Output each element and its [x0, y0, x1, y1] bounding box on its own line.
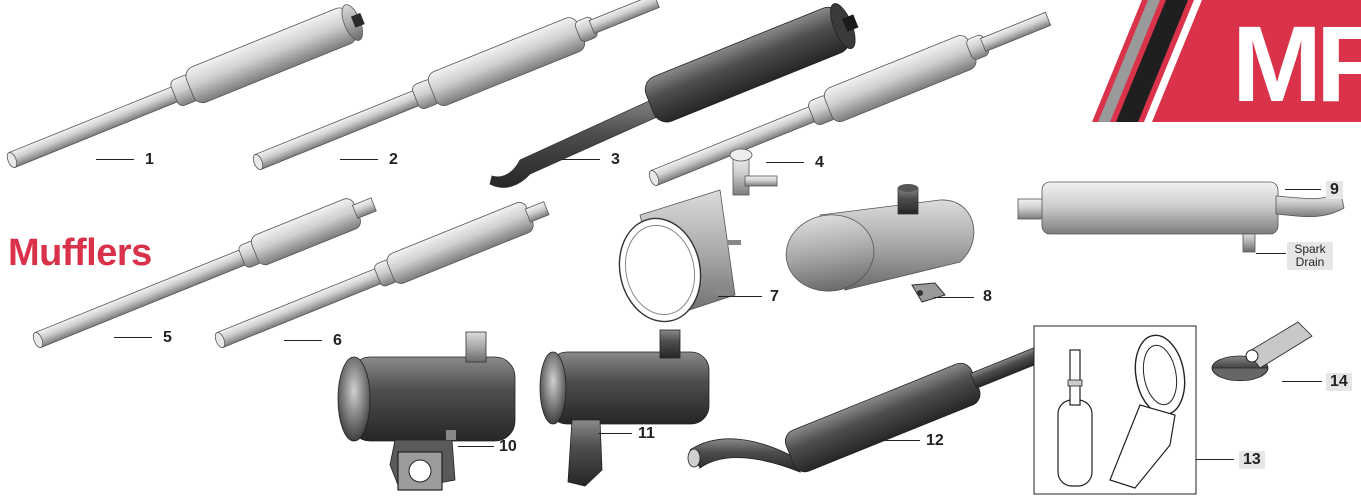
- exhaust-cap-illustration: [1211, 321, 1313, 382]
- part-label-9: 9: [1326, 181, 1343, 199]
- muffler-illustration: [1017, 181, 1345, 253]
- part-label-14: 14: [1326, 373, 1352, 391]
- tail-pipe-illustration: [1033, 325, 1197, 495]
- leader-line: [934, 297, 974, 298]
- muffler-illustration: [489, 3, 859, 188]
- leader-line: [1256, 253, 1286, 254]
- part-label-12: 12: [926, 432, 944, 449]
- part-label-5: 5: [163, 329, 172, 346]
- leader-line: [1196, 459, 1234, 460]
- leader-line: [458, 446, 494, 447]
- leader-line: [598, 433, 632, 434]
- muffler-illustration: [648, 11, 1052, 186]
- leader-line: [284, 340, 322, 341]
- leader-line: [96, 159, 134, 160]
- muffler-illustration: [337, 331, 516, 491]
- leader-line: [562, 159, 600, 160]
- muffler-illustration: [618, 148, 778, 323]
- muffler-illustration: [785, 184, 975, 303]
- leader-line: [340, 159, 378, 160]
- part-label-13: 13: [1239, 451, 1265, 469]
- part-label-8: 8: [983, 288, 992, 305]
- leader-line: [114, 337, 152, 338]
- leader-line: [1282, 381, 1322, 382]
- part-label-1: 1: [145, 151, 154, 168]
- muffler-illustration: [6, 4, 365, 168]
- page-title: Mufflers: [8, 232, 152, 274]
- muffler-illustration: [687, 339, 1061, 473]
- brand-logo-text: MF: [1232, 3, 1361, 124]
- brand-logo: [1068, 0, 1361, 122]
- part-label-2: 2: [389, 151, 398, 168]
- part-label-10: 10: [499, 438, 517, 455]
- leader-line: [766, 162, 804, 163]
- muffler-illustration: [252, 0, 660, 170]
- muffler-illustration: [539, 329, 710, 487]
- muffler-illustration: [32, 197, 377, 348]
- part-label-11: 11: [638, 425, 655, 442]
- part-label-6: 6: [333, 332, 342, 349]
- muffler-illustration: [214, 201, 550, 348]
- part-label-4: 4: [815, 154, 824, 171]
- part-label-3: 3: [611, 151, 620, 168]
- leader-line: [1285, 189, 1321, 190]
- part-label-7: 7: [770, 288, 779, 305]
- leader-line: [884, 440, 920, 441]
- leader-line: [718, 296, 762, 297]
- spark-drain-label: Spark Drain: [1287, 242, 1333, 270]
